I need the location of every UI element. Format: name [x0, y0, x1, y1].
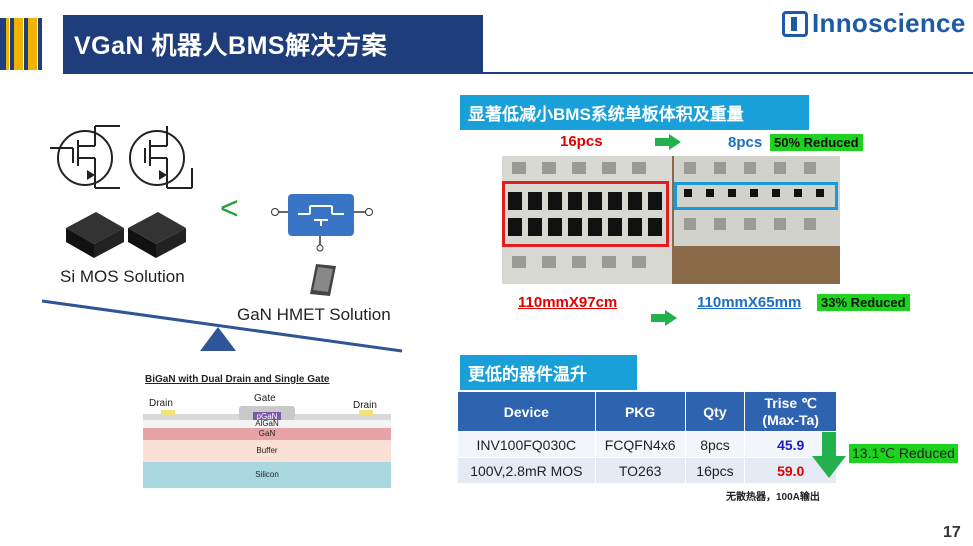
right-arrow-icon	[651, 310, 677, 326]
drain-right-contact	[359, 410, 373, 416]
company-logo: Innoscience	[782, 8, 966, 39]
cell-device: 100V,2.8mR MOS	[457, 457, 596, 484]
temp-reduced-badge: 13.1℃ Reduced	[849, 444, 958, 463]
logo-icon	[782, 10, 808, 37]
col-header-pkg: PKG	[594, 391, 686, 432]
count-reduced-badge: 50% Reduced	[770, 134, 863, 151]
gan-layer: GaN	[143, 428, 391, 440]
pgan-layer: pGaN	[253, 412, 281, 422]
cell-pkg: FCQFN4x6	[594, 431, 686, 458]
page-title: VGaN 机器人BMS解决方案	[74, 32, 388, 60]
size-after: 110mmX65mm	[697, 294, 802, 311]
cell-qty: 8pcs	[684, 431, 746, 458]
section-header-temperature: 更低的器件温升	[460, 355, 637, 390]
table-row: INV100FQ030C FCQFN4x6 8pcs 45.9	[457, 431, 837, 458]
gan-bidirectional-switch-icon	[271, 194, 373, 252]
section-header-size: 显著低减小BMS系统单板体积及重量	[460, 95, 809, 130]
header-accent-edge	[0, 18, 6, 70]
balance-scale-icon	[41, 299, 403, 353]
cell-pkg: TO263	[594, 457, 686, 484]
cell-trise: 45.9	[744, 431, 837, 458]
page-number: 17	[943, 524, 961, 541]
mos-package-chips-icon	[66, 212, 186, 258]
header-accent-edge	[38, 18, 42, 70]
algan-layer: AlGaN	[143, 420, 391, 428]
temperature-table: Device PKG Qty Trise ℃ (Max-Ta) INV100FQ…	[457, 391, 837, 484]
cell-device: INV100FQ030C	[457, 431, 596, 458]
less-than-symbol: <	[220, 190, 239, 226]
gan-package-chip-icon	[310, 264, 336, 296]
board-components-icon	[508, 162, 824, 268]
right-arrow-icon	[655, 134, 681, 150]
header-divider	[63, 72, 973, 74]
drain-right-label: Drain	[353, 400, 377, 411]
count-before: 16pcs	[560, 133, 603, 150]
header-accent-edge	[10, 18, 14, 70]
mosfet-symbols-icon	[50, 125, 193, 189]
gate-label: Gate	[254, 393, 276, 404]
down-arrow-icon	[812, 432, 846, 478]
si-solution-label: Si MOS Solution	[60, 267, 185, 286]
header-accent-edge	[24, 18, 28, 70]
col-header-device: Device	[457, 391, 596, 432]
table-header-row: Device PKG Qty Trise ℃ (Max-Ta)	[457, 391, 837, 432]
drain-left-contact	[161, 410, 175, 416]
si-area-highlight	[502, 181, 669, 247]
test-condition-note: 无散热器，100A输出	[726, 492, 820, 503]
bigan-cross-section-diagram: BiGaN with Dual Drain and Single Gate Dr…	[143, 372, 393, 490]
count-after: 8pcs	[728, 134, 763, 151]
bms-board-photo	[502, 156, 840, 284]
diagram-title: BiGaN with Dual Drain and Single Gate	[145, 374, 330, 385]
size-before: 110mmX97cm	[518, 294, 618, 311]
gan-area-highlight	[674, 182, 838, 210]
col-header-trise: Trise ℃ (Max-Ta)	[744, 391, 837, 432]
size-reduced-badge: 33% Reduced	[817, 294, 910, 311]
silicon-layer: Silicon	[143, 462, 391, 488]
col-header-qty: Qty	[684, 391, 746, 432]
gan-solution-label: GaN HMET Solution	[237, 305, 391, 324]
title-banner	[63, 15, 483, 73]
drain-left-label: Drain	[149, 398, 173, 409]
buffer-layer: Buffer	[143, 440, 391, 462]
table-row: 100V,2.8mR MOS TO263 16pcs 59.0	[457, 457, 837, 484]
cell-qty: 16pcs	[684, 457, 746, 484]
